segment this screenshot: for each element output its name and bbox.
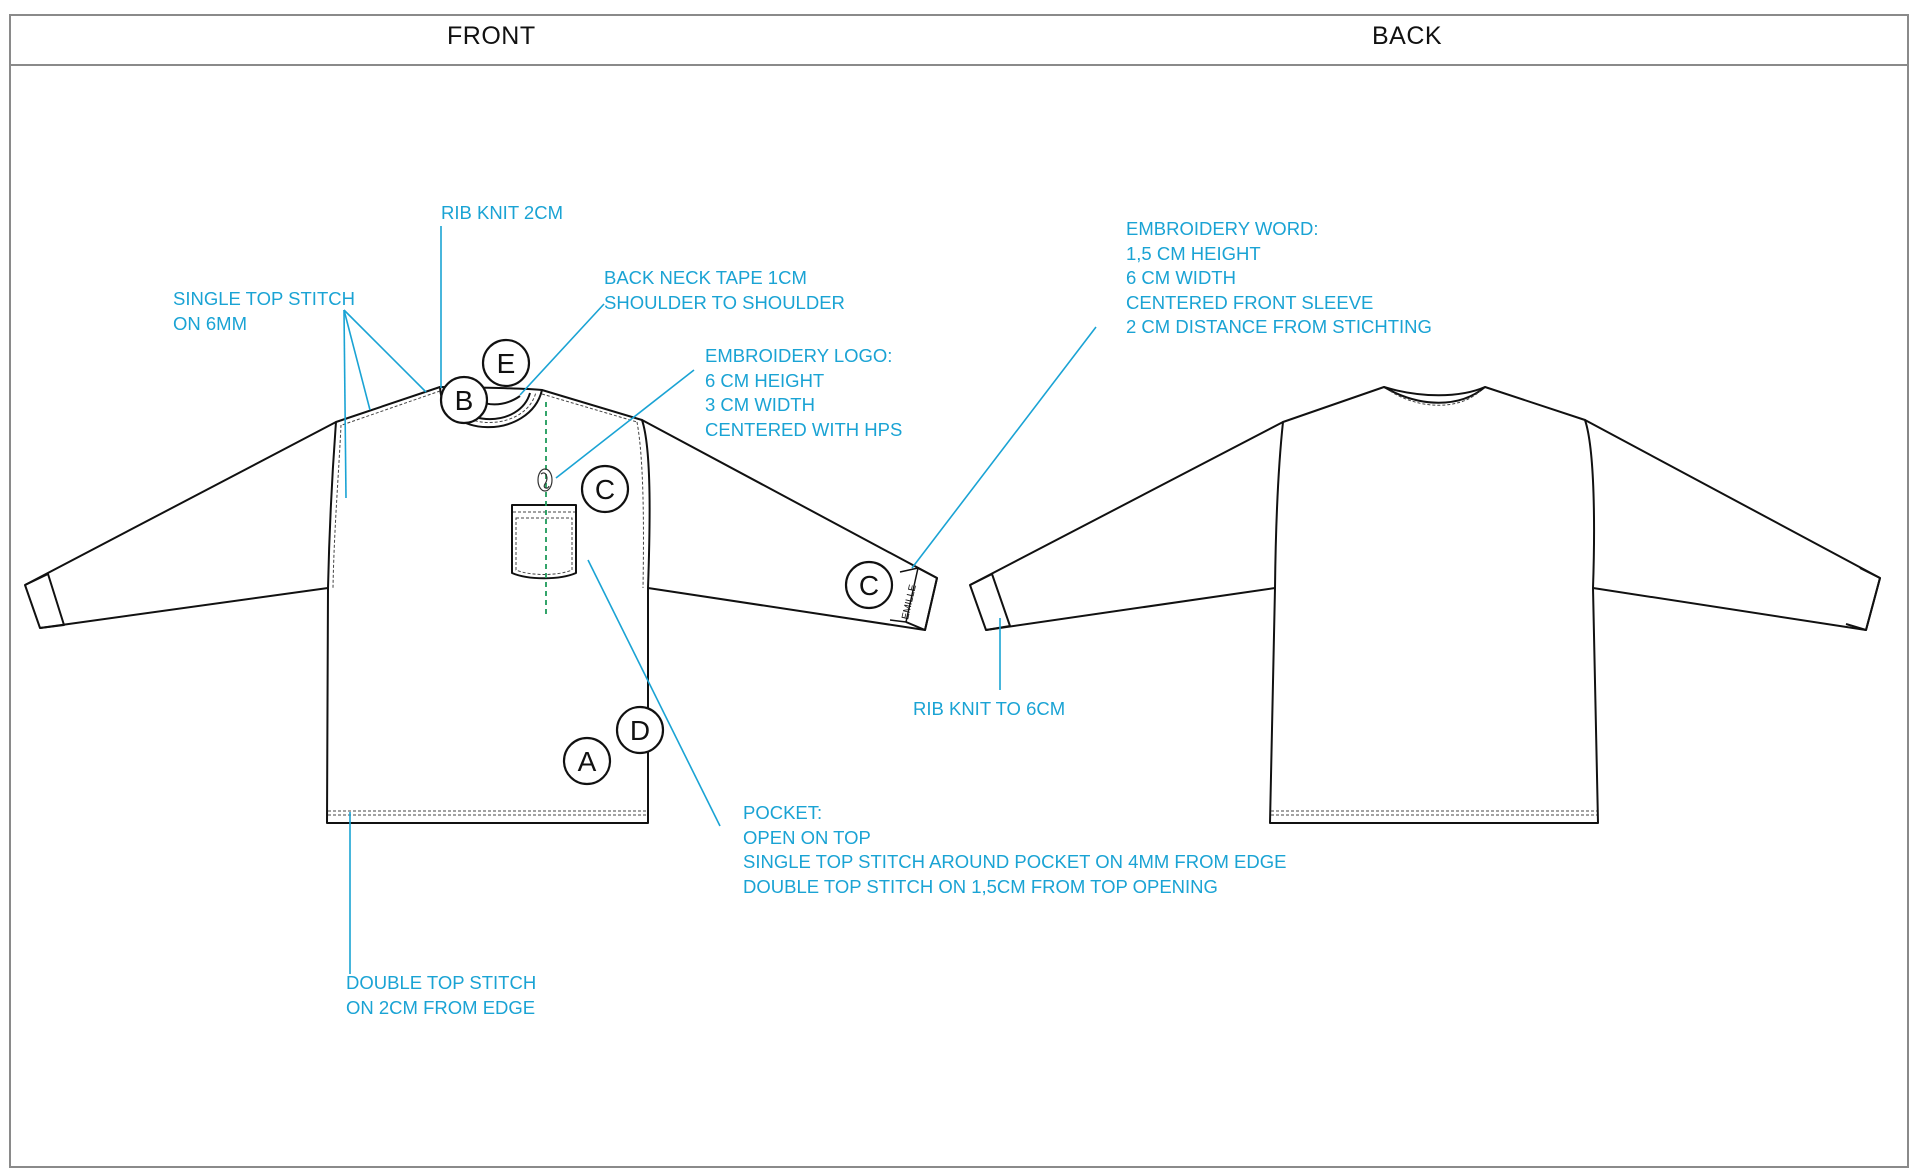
note-pocket: POCKET: OPEN ON TOP SINGLE TOP STITCH AR… [743,801,1286,899]
view-header-bar [9,14,1909,66]
armhole-stitch-left [332,424,342,589]
front-body-outline [326,386,651,824]
armhole-stitch-right [636,421,644,589]
front-view-title: FRONT [447,22,536,50]
note-line: CENTERED WITH HPS [705,418,903,440]
back-right-cuff [1845,567,1881,631]
front-tshirt [24,386,938,824]
note-line: ON 6MM [173,312,247,334]
leader-embroidery-word [911,326,1097,569]
note-rib-knit-collar: RIB KNIT 2CM [441,201,563,226]
back-neck-band [1383,386,1486,404]
back-body-outline [1269,386,1599,824]
back-left-sleeve [969,421,1284,631]
embroidery-logo-mark [537,468,553,492]
leader-back-neck-tape [519,303,605,396]
collar-stitch [445,389,537,423]
back-tshirt [969,386,1881,824]
pocket-stitch [515,517,573,575]
svg-text:A: A [578,746,597,777]
note-hem-stitch: DOUBLE TOP STITCH ON 2CM FROM EDGE [346,971,536,1020]
leader-pocket [587,559,721,827]
marker-c-sleeve: C [844,560,894,610]
marker-d: D [615,705,665,755]
note-line: POCKET: [743,802,823,823]
note-single-top-stitch: SINGLE TOP STITCH ON 6MM [173,287,355,336]
note-line: RIB KNIT 2CM [441,202,563,223]
leader-single-stitch-a [343,309,427,393]
note-line: BACK NECK TAPE 1CM [604,267,807,288]
leader-embroidery-logo [555,369,695,479]
note-line: 3 CM WIDTH [705,394,815,415]
note-line: SINGLE TOP STITCH [173,288,355,309]
note-line: RIB KNIT TO 6CM [913,698,1066,719]
note-line: 6 CM WIDTH [1126,267,1236,288]
marker-b: B [439,375,489,425]
note-line: SHOULDER TO SHOULDER [604,291,845,313]
note-line: 6 CM HEIGHT [705,369,825,391]
note-embroidery-logo: EMBROIDERY LOGO: 6 CM HEIGHT 3 CM WIDTH … [705,344,902,442]
note-line: 2 CM DISTANCE FROM STICHTING [1126,316,1432,337]
note-line: EMBROIDERY WORD: [1126,218,1319,239]
note-line: CENTERED FRONT SLEEVE [1126,291,1374,313]
svg-text:E: E [497,348,516,379]
note-line: ON 2CM FROM EDGE [346,996,536,1018]
note-line: 1,5 CM HEIGHT [1126,242,1261,264]
back-neck-stitch [1389,390,1481,406]
note-line: EMBROIDERY LOGO: [705,345,893,366]
note-line: SINGLE TOP STITCH AROUND POCKET ON 4MM F… [743,851,1287,872]
back-right-sleeve [1584,419,1881,631]
svg-text:D: D [630,715,650,746]
svg-text:B: B [455,385,474,416]
front-right-cuff [905,567,938,631]
front-stitching [328,389,647,816]
marker-badges: E B C C D A [439,338,894,786]
back-stitching [1271,390,1597,816]
front-pocket [511,504,577,580]
marker-e: E [481,338,531,388]
leader-single-stitch-b [343,309,371,411]
note-embroidery-word: EMBROIDERY WORD: 1,5 CM HEIGHT 6 CM WIDT… [1126,217,1432,340]
front-right-sleeve [641,419,938,631]
leader-single-stitch-c [343,309,347,499]
note-line: DOUBLE TOP STITCH [346,972,537,993]
front-left-sleeve [24,421,337,629]
shoulder-stitch-left [341,390,441,426]
marker-a: A [562,736,612,786]
callout-leaders [343,226,1097,974]
note-line: DOUBLE TOP STITCH ON 1,5CM FROM TOP OPEN… [743,875,1218,897]
note-rib-knit-cuff: RIB KNIT TO 6CM [913,697,1065,722]
note-line: OPEN ON TOP [743,826,871,848]
marker-c-front: C [580,464,630,514]
front-left-cuff [24,573,65,629]
svg-text:C: C [859,570,879,601]
sleeve-embroidery-word: EMILLE [900,583,919,620]
back-left-cuff [969,573,1011,631]
shoulder-stitch-right [541,393,638,423]
back-view-title: BACK [1372,22,1443,50]
sleeve-embroidery-box [889,567,919,623]
svg-text:C: C [595,474,615,505]
note-back-neck-tape: BACK NECK TAPE 1CM SHOULDER TO SHOULDER [604,266,845,315]
